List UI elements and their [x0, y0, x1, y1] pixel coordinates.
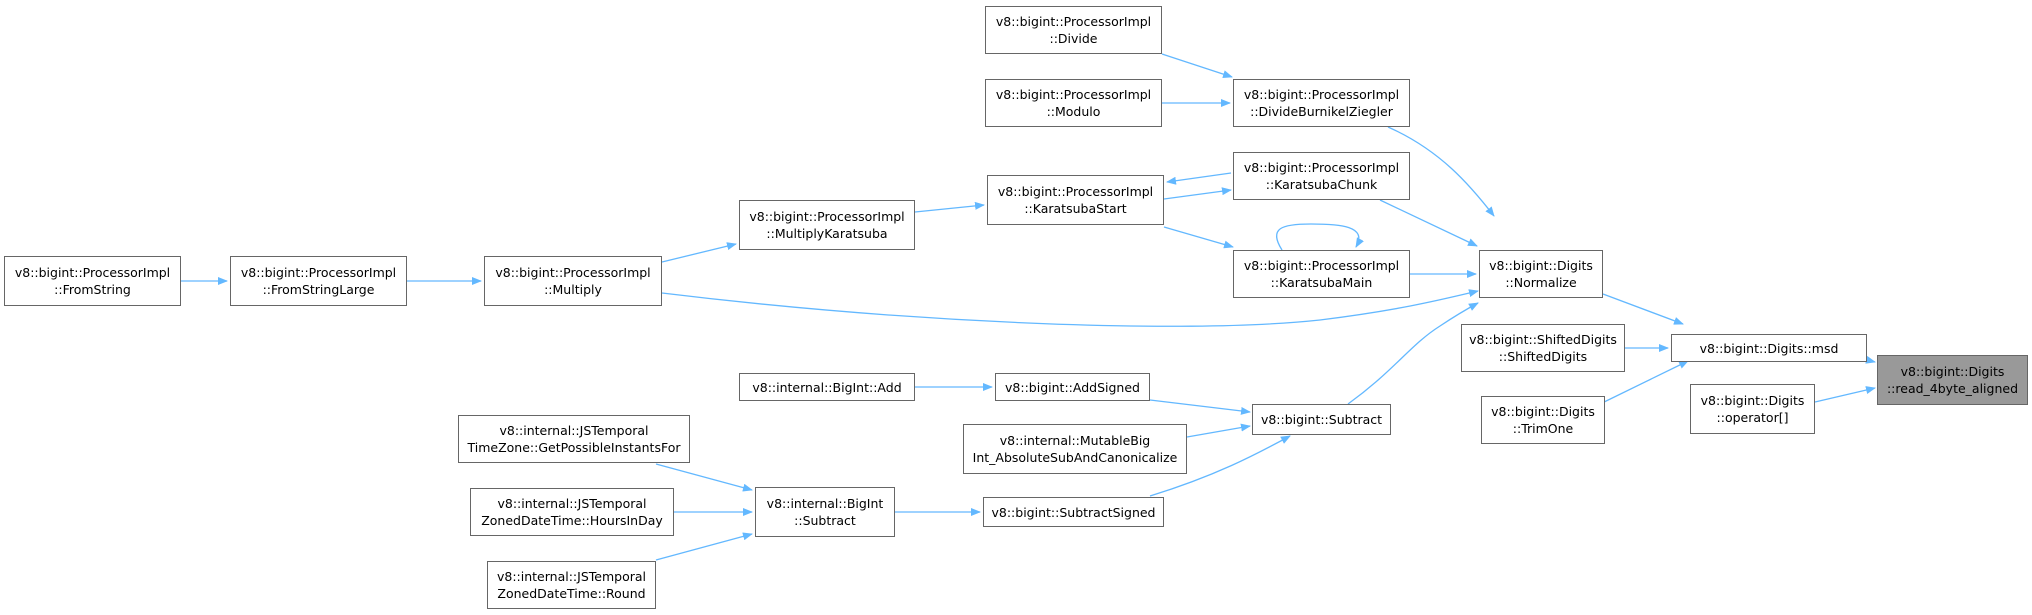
node-divide[interactable]: v8::bigint::ProcessorImpl ::Divide	[985, 6, 1162, 54]
node-read-4byte-aligned: v8::bigint::Digits ::read_4byte_aligned	[1877, 355, 2028, 405]
edge-subtract-normalize	[1347, 302, 1479, 405]
node-add-signed[interactable]: v8::bigint::AddSigned	[995, 373, 1150, 401]
node-jstemporal-hours-in-day[interactable]: v8::internal::JSTemporal ZonedDateTime::…	[470, 488, 674, 536]
edge-dividebz-normalize	[1387, 126, 1495, 217]
edge-karatsubachunk-karatsubastart	[1166, 172, 1232, 185]
node-normalize[interactable]: v8::bigint::Digits ::Normalize	[1479, 250, 1603, 298]
edge-multiply-normalize	[661, 289, 1479, 327]
node-divide-burnikel-ziegler[interactable]: v8::bigint::ProcessorImpl ::DivideBurnik…	[1233, 79, 1410, 127]
edge-mutablebigint-subtract	[1186, 423, 1251, 438]
node-subtract-signed[interactable]: v8::bigint::SubtractSigned	[983, 497, 1164, 527]
node-modulo[interactable]: v8::bigint::ProcessorImpl ::Modulo	[985, 79, 1162, 127]
node-multiply-karatsuba[interactable]: v8::bigint::ProcessorImpl ::MultiplyKara…	[739, 200, 915, 250]
edge-jstimezone-bigintsubtract	[655, 463, 753, 492]
node-karatsuba-main[interactable]: v8::bigint::ProcessorImpl ::KaratsubaMai…	[1233, 250, 1410, 298]
edge-karatsubachunk-normalize	[1379, 199, 1478, 247]
node-trim-one[interactable]: v8::bigint::Digits ::TrimOne	[1481, 396, 1605, 444]
edge-trimone-msd	[1597, 360, 1689, 406]
edge-jsround-bigintsubtract	[655, 532, 753, 561]
node-jstemporal-round[interactable]: v8::internal::JSTemporal ZonedDateTime::…	[487, 561, 656, 609]
edge-normalize-msd	[1602, 293, 1684, 325]
node-karatsuba-chunk[interactable]: v8::bigint::ProcessorImpl ::KaratsubaChu…	[1233, 152, 1410, 200]
node-mutable-bigint-abs-sub[interactable]: v8::internal::MutableBig Int_AbsoluteSub…	[963, 424, 1187, 474]
node-karatsuba-start[interactable]: v8::bigint::ProcessorImpl ::KaratsubaSta…	[987, 175, 1164, 225]
edge-operatorindex-read4byte	[1814, 386, 1876, 403]
edge-karatsubastart-karatsubachunk	[1163, 187, 1232, 200]
node-operator-index[interactable]: v8::bigint::Digits ::operator[]	[1690, 384, 1815, 434]
edge-divide-dividebz	[1161, 53, 1233, 78]
edge-addsigned-subtract	[1149, 399, 1251, 415]
node-from-string[interactable]: v8::bigint::ProcessorImpl ::FromString	[4, 256, 181, 306]
node-bigint-subtract[interactable]: v8::internal::BigInt ::Subtract	[755, 487, 895, 537]
node-from-string-large[interactable]: v8::bigint::ProcessorImpl ::FromStringLa…	[230, 256, 407, 306]
node-multiply[interactable]: v8::bigint::ProcessorImpl ::Multiply	[484, 256, 662, 306]
node-msd[interactable]: v8::bigint::Digits::msd	[1671, 334, 1867, 362]
node-subtract[interactable]: v8::bigint::Subtract	[1252, 404, 1391, 435]
node-bigint-add[interactable]: v8::internal::BigInt::Add	[739, 373, 915, 401]
node-jstemporal-timezone[interactable]: v8::internal::JSTemporal TimeZone::GetPo…	[458, 415, 690, 463]
edge-multiply-multiplykaratsuba	[661, 242, 737, 263]
edge-multiplykaratsuba-karatsubastart	[914, 201, 985, 213]
edge-msd-read4byte	[1865, 355, 1876, 364]
node-shifted-digits[interactable]: v8::bigint::ShiftedDigits ::ShiftedDigit…	[1461, 324, 1625, 372]
edge-karatsubamain-self	[1276, 223, 1364, 251]
edge-karatsubastart-karatsubamain	[1163, 226, 1234, 249]
edge-subtractsigned-subtract	[1149, 435, 1291, 497]
